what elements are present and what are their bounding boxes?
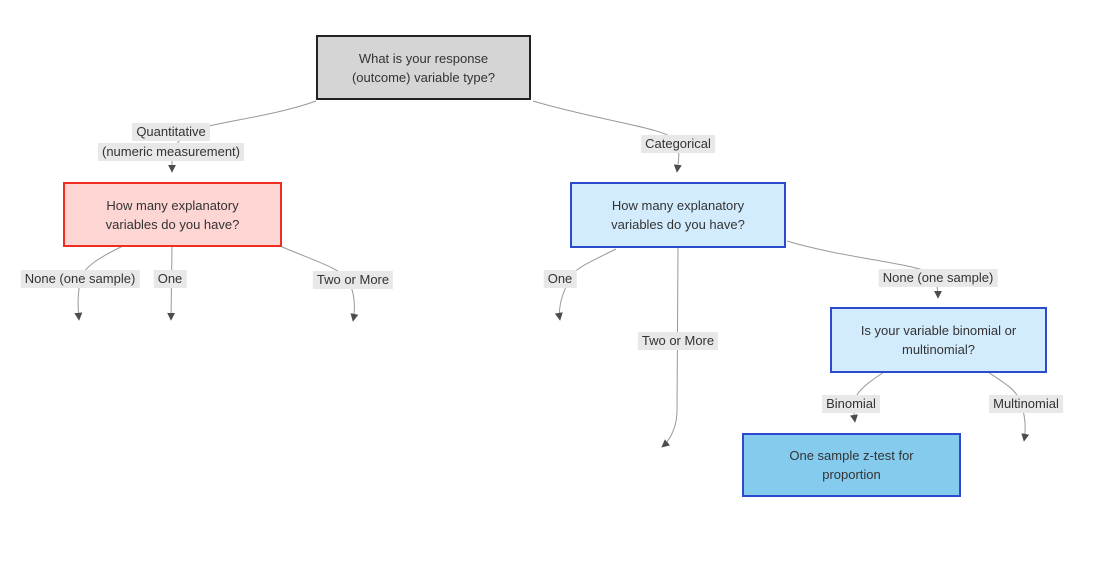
edge-label-quantitative: Quantitative (numeric measurement) — [98, 122, 244, 162]
edge-label-text: (numeric measurement) — [98, 143, 244, 161]
node-binomial-question: Is your variable binomial or multinomial… — [830, 307, 1047, 373]
node-categorical-explanatory: How many explanatory variables do you ha… — [570, 182, 786, 248]
edge-cat-two — [661, 247, 679, 448]
edge-label-right-none: None (one sample) — [878, 268, 998, 288]
node-text-line: How many explanatory — [611, 198, 745, 213]
node-quantitative-explanatory: How many explanatory variables do you ha… — [63, 182, 282, 247]
node-text-line: proportion — [822, 467, 881, 482]
edge-label-right-one: One — [543, 269, 577, 289]
edge-label-text: Two or More — [637, 332, 719, 350]
node-text-line: Is your variable binomial or — [860, 323, 1017, 338]
edge-label-text: Categorical — [641, 135, 715, 153]
node-text-line: variables do you have? — [105, 216, 240, 232]
edge-label-left-none: None (one sample) — [20, 269, 140, 289]
edge-label-left-two: Two or More — [312, 270, 394, 290]
edge-label-text: One — [543, 270, 577, 288]
node-text-line: (outcome) variable type? — [351, 69, 496, 85]
edge-label-text: Multinomial — [989, 395, 1063, 413]
node-ztest-proportion: One sample z-test for proportion — [742, 433, 961, 497]
node-text-line: One sample z-test for — [789, 448, 914, 463]
edge-label-text: One — [153, 270, 187, 288]
node-text-line: multinomial? — [902, 342, 975, 357]
node-response-type: What is your response (outcome) variable… — [316, 35, 531, 100]
node-text-line: What is your response — [358, 50, 489, 66]
node-text-line: How many explanatory — [106, 197, 239, 213]
edge-label-text: Binomial — [822, 395, 880, 413]
edge-label-right-two: Two or More — [637, 331, 719, 351]
edge-label-text: None (one sample) — [878, 269, 998, 287]
edge-label-text: Quantitative — [132, 123, 210, 141]
edge-label-categorical: Categorical — [641, 134, 715, 154]
edge-label-text: None (one sample) — [20, 270, 140, 288]
edge-label-left-one: One — [153, 269, 187, 289]
edge-label-multinomial: Multinomial — [989, 394, 1063, 414]
node-text-line: variables do you have? — [611, 217, 745, 232]
edge-label-binomial: Binomial — [822, 394, 880, 414]
edge-label-text: Two or More — [312, 271, 394, 289]
